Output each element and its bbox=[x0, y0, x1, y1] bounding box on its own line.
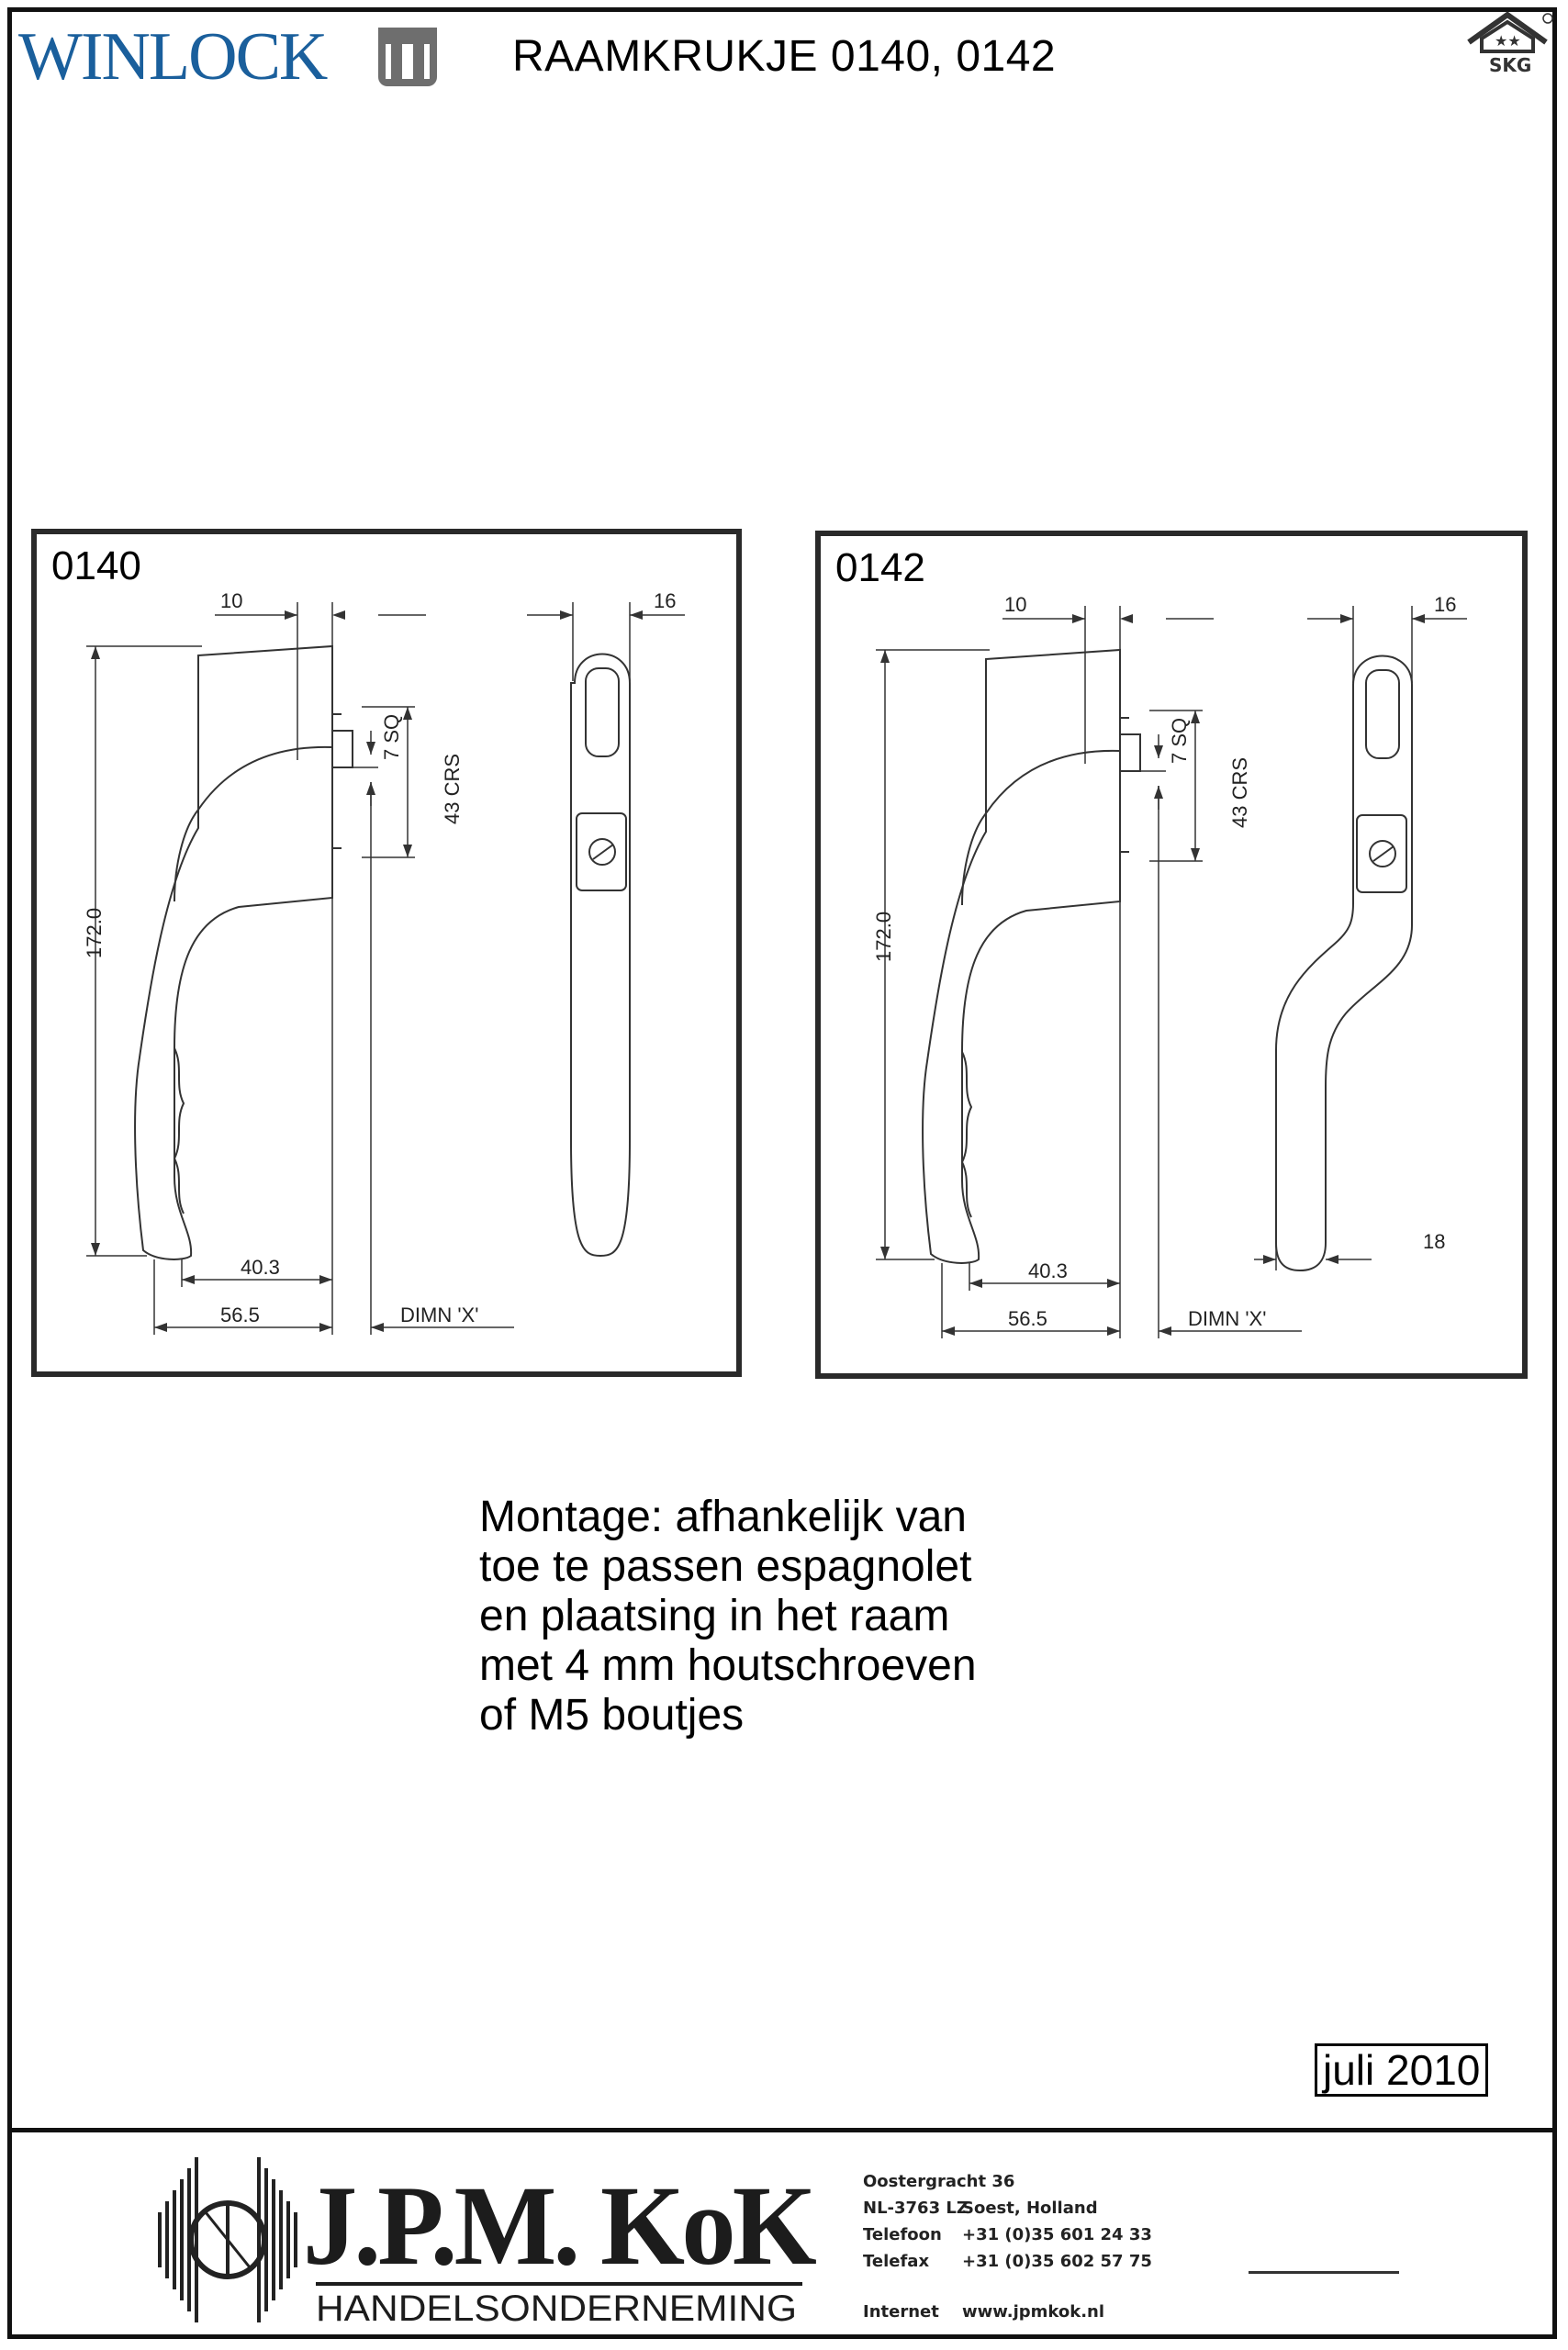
note-line: Montage: afhankelijk van bbox=[479, 1493, 967, 1541]
dim-43crs: 43 CRS bbox=[1228, 757, 1251, 828]
drawing-panel-0140: 0140 bbox=[31, 529, 742, 1377]
svg-text:★★: ★★ bbox=[1495, 34, 1521, 50]
dim-x: DIMN 'X' bbox=[400, 1304, 478, 1326]
jpm-kok-logo: J.P.M. KoK HANDELSONDERNEMING bbox=[158, 2157, 820, 2329]
dim-7sq: 7 SQ bbox=[1168, 718, 1191, 764]
panel-label: 0140 bbox=[51, 543, 141, 588]
svg-text:J.P.M. KoK: J.P.M. KoK bbox=[303, 2163, 816, 2288]
note-line: toe te passen espagnolet bbox=[479, 1542, 972, 1591]
company-address: Oostergracht 36 NL-3763 LZ Soest, Hollan… bbox=[863, 2168, 1152, 2325]
dim-43crs: 43 CRS bbox=[441, 754, 464, 824]
dim-16: 16 bbox=[1434, 593, 1456, 616]
note-line: met 4 mm houtschroeven bbox=[479, 1641, 977, 1690]
dim-x: DIMN 'X' bbox=[1188, 1307, 1266, 1330]
website-link[interactable]: www.jpmkok.nl bbox=[962, 2302, 1105, 2322]
kok-emblem-icon bbox=[158, 2157, 297, 2322]
dim-10: 10 bbox=[220, 589, 242, 612]
dim-16: 16 bbox=[654, 589, 676, 612]
handle-drawing-0140: 10 16 7 SQ 43 CRS 172.0 40.3 56.5 DIMN '… bbox=[83, 589, 685, 1335]
dim-172: 172.0 bbox=[872, 912, 895, 962]
dim-56-5: 56.5 bbox=[220, 1304, 260, 1326]
note-line: en plaatsing in het raam bbox=[479, 1592, 950, 1640]
handle-side-outline bbox=[134, 644, 333, 1260]
skg-certification-icon: ★★ SKG bbox=[1467, 11, 1553, 76]
dim-18: 18 bbox=[1423, 1230, 1445, 1253]
address-internet: Internet www.jpmkok.nl bbox=[863, 2299, 1152, 2325]
handle-drawing-0142: 10 16 7 SQ 43 CRS 172.0 40.3 56.5 DIMN '… bbox=[872, 593, 1467, 1338]
winlock-logo: WINLOCK bbox=[18, 20, 437, 94]
dim-7sq: 7 SQ bbox=[380, 714, 403, 760]
dim-40-3: 40.3 bbox=[241, 1256, 280, 1279]
handle-front-outline bbox=[1275, 655, 1413, 1272]
date-stamp: juli 2010 bbox=[1315, 2043, 1489, 2097]
dim-172: 172.0 bbox=[83, 908, 106, 958]
svg-text:HANDELSONDERNEMING: HANDELSONDERNEMING bbox=[316, 2288, 797, 2329]
handle-side-outline bbox=[922, 648, 1121, 1264]
handle-front-outline bbox=[570, 653, 631, 1258]
svg-text:SKG: SKG bbox=[1489, 54, 1531, 76]
document-title: RAAMKRUKJE 0140, 0142 bbox=[512, 32, 1057, 81]
address-fax: Telefax +31 (0)35 602 57 75 bbox=[863, 2252, 1152, 2271]
svg-text:WINLOCK: WINLOCK bbox=[18, 20, 328, 94]
address-rule bbox=[1249, 2271, 1399, 2274]
mounting-note: Montage: afhankelijk van toe te passen e… bbox=[479, 1493, 977, 1740]
dim-56-5: 56.5 bbox=[1008, 1307, 1047, 1330]
address-street: Oostergracht 36 bbox=[863, 2172, 1015, 2191]
panel-label: 0142 bbox=[835, 545, 925, 590]
dim-10: 10 bbox=[1004, 593, 1026, 616]
address-city: NL-3763 LZ Soest, Holland bbox=[863, 2199, 1098, 2218]
drawing-panel-0142: 0142 bbox=[815, 531, 1528, 1379]
address-phone: Telefoon +31 (0)35 601 24 33 bbox=[863, 2225, 1152, 2244]
dim-40-3: 40.3 bbox=[1028, 1259, 1068, 1282]
page-frame bbox=[7, 7, 1557, 2339]
footer-divider bbox=[7, 2128, 1557, 2132]
note-line: of M5 boutjes bbox=[479, 1691, 745, 1740]
